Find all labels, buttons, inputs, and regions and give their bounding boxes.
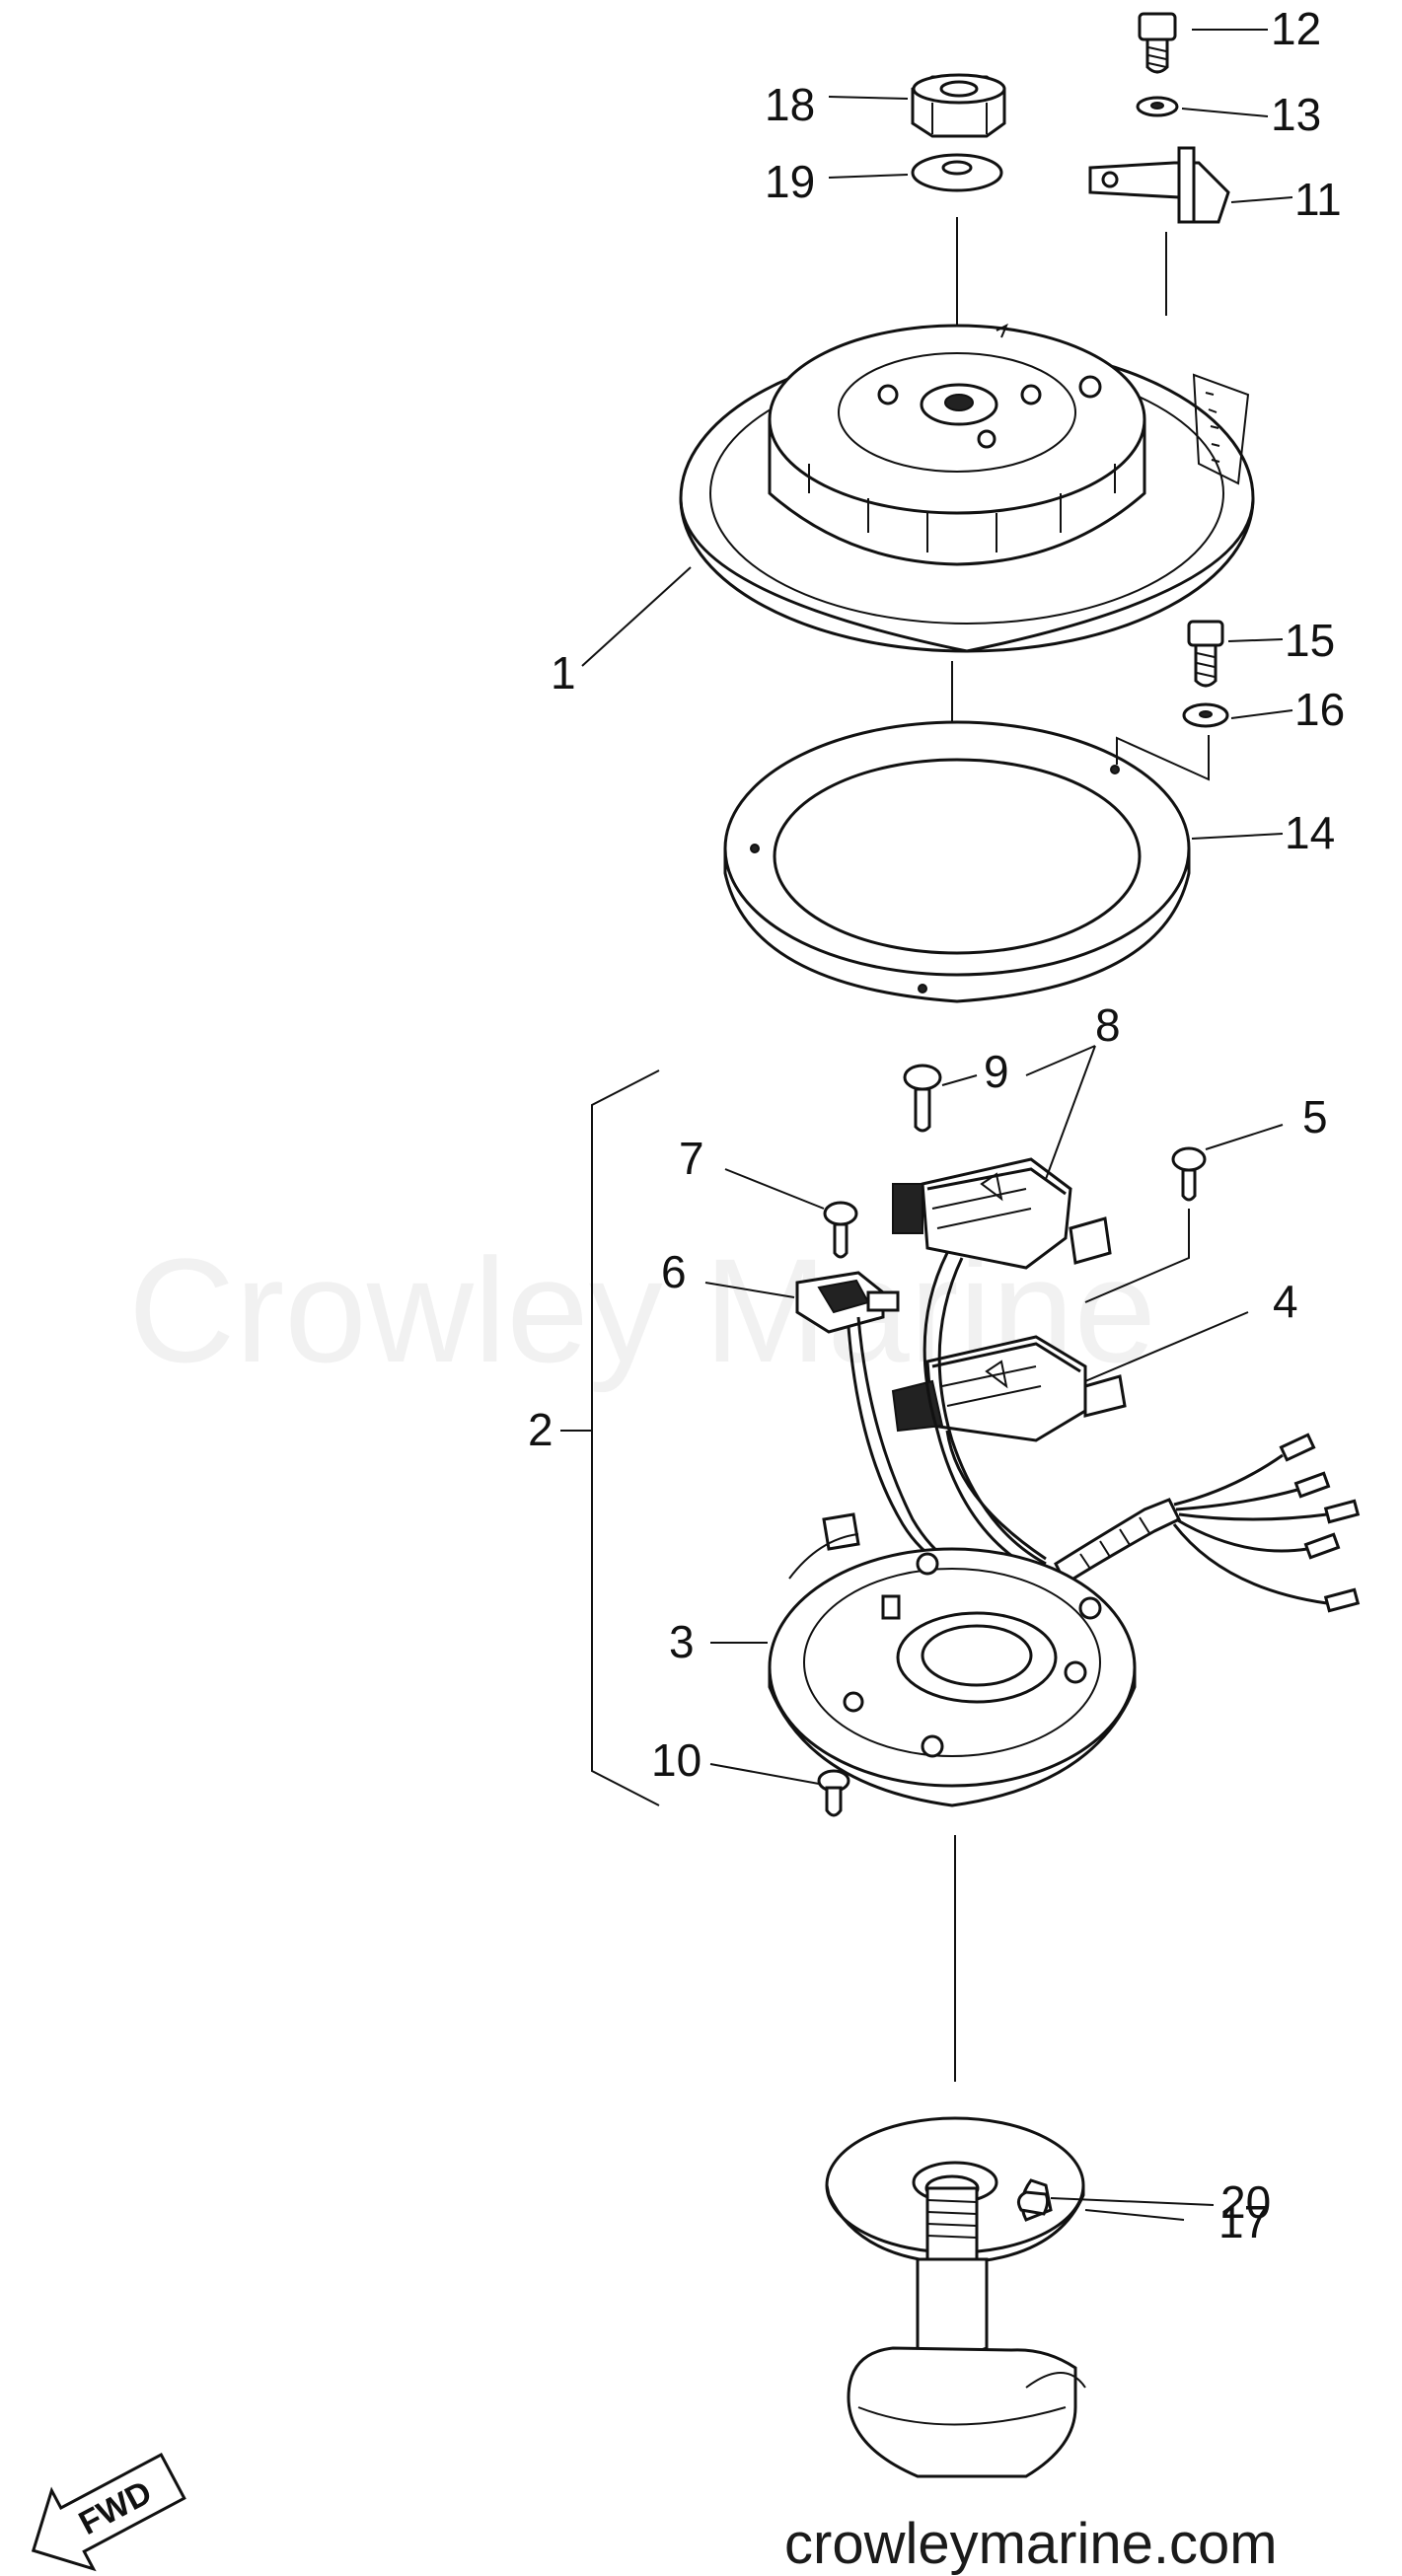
watermark-corner: crowleymarine.com (784, 2512, 1278, 2576)
callout-14: 14 (1285, 807, 1335, 858)
part-6-pulser-coil[interactable] (795, 1271, 900, 1334)
part-15-bolt[interactable] (1187, 620, 1224, 688)
callout-13: 13 (1271, 89, 1321, 140)
part-7-screw[interactable] (823, 1201, 858, 1259)
callout-4: 4 (1273, 1276, 1298, 1327)
callout-2: 2 (528, 1404, 553, 1455)
leader-lines (581, 29, 1293, 2221)
callout-10: 10 (651, 1734, 701, 1786)
fwd-arrow-badge: FWD (31, 2452, 186, 2572)
callout-15: 15 (1285, 615, 1335, 666)
callout-8: 8 (1095, 999, 1121, 1051)
part-4-lighting-coil[interactable] (891, 1335, 1127, 1442)
part-13-washer[interactable] (1136, 96, 1179, 117)
part-12-bolt[interactable] (1138, 12, 1177, 74)
callout-17: 17 (1218, 2196, 1269, 2247)
callout-12: 12 (1271, 3, 1321, 54)
part-14-plate-ring[interactable] (723, 720, 1210, 1003)
part-1-flywheel[interactable] (679, 323, 1255, 653)
part-3-stator-base[interactable] (768, 1512, 1137, 1807)
wire-harness (847, 1252, 1361, 1613)
part-11-timing-pointer[interactable] (1088, 146, 1230, 224)
callout-20: 20 (1220, 2176, 1271, 2228)
crankshaft[interactable] (847, 2174, 1086, 2478)
screw-5-leader (1084, 1209, 1190, 1303)
part-19-washer[interactable] (911, 153, 1003, 192)
part-16-washer[interactable] (1182, 702, 1229, 728)
callout-11: 11 (1294, 174, 1342, 225)
callout-3: 3 (669, 1616, 695, 1667)
key-shape (1016, 2190, 1050, 2216)
callout-7: 7 (679, 1133, 704, 1184)
callout-18: 18 (765, 79, 815, 130)
part-5-screw[interactable] (1171, 1146, 1207, 1202)
part-18-nut[interactable] (911, 73, 1006, 138)
callout-16: 16 (1294, 684, 1345, 735)
callout-5: 5 (1302, 1091, 1328, 1142)
part-8-charge-coil[interactable] (892, 1157, 1112, 1270)
assembly-2-bracket (591, 1069, 660, 1806)
part-9-screw[interactable] (903, 1064, 942, 1133)
callout-6: 6 (661, 1246, 687, 1297)
callout-1: 1 (551, 647, 576, 699)
callout-9: 9 (984, 1046, 1009, 1097)
part-10-screw[interactable] (817, 1769, 850, 1817)
callout-19: 19 (765, 156, 815, 207)
